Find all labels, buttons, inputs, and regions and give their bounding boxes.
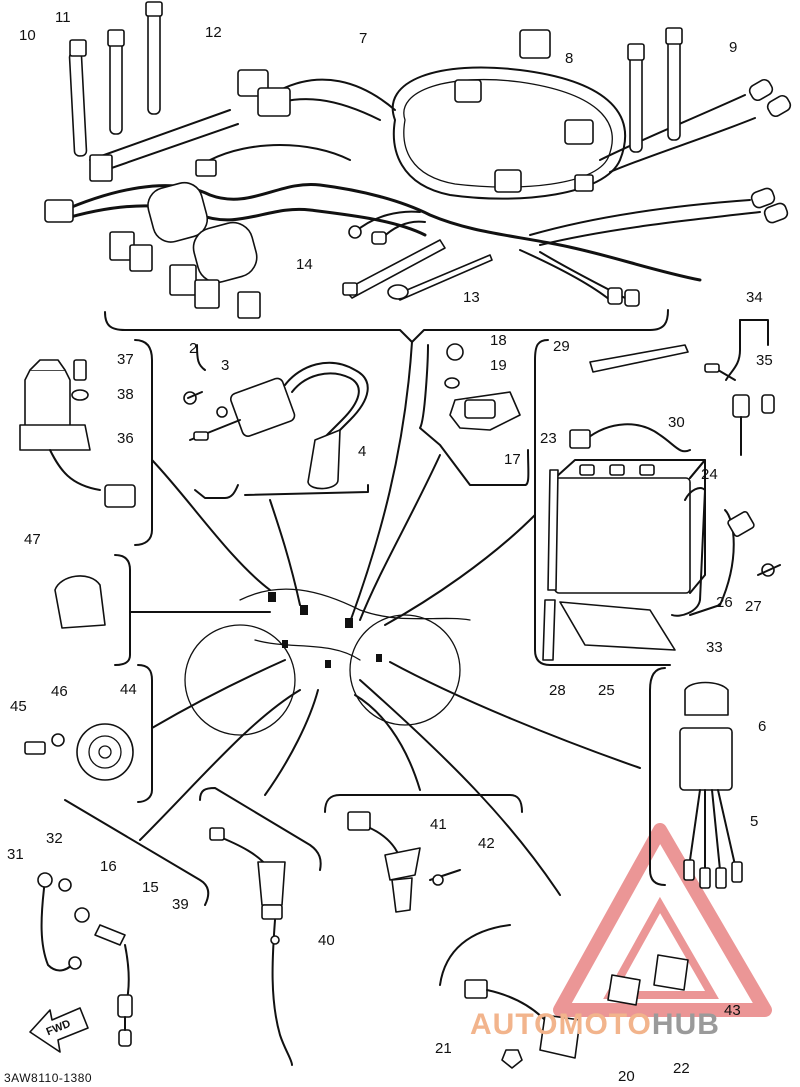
callout-21: 21 (435, 1040, 452, 1057)
diagram-code: 3AW8110-1380 (4, 1071, 93, 1085)
callout-46: 46 (51, 683, 68, 700)
callout-41: 41 (430, 816, 447, 833)
main-harness (44, 29, 792, 319)
callout-36: 36 (117, 430, 134, 447)
watermark-part1: AUTOMOTO (470, 1008, 652, 1041)
callout-15: 15 (142, 879, 159, 896)
callout-39: 39 (172, 896, 189, 913)
watermark-text: AUTOMOTOHUB (470, 1008, 720, 1042)
callout-37: 37 (117, 351, 134, 368)
neutral-switch-group (37, 799, 210, 1047)
callout-24: 24 (701, 466, 718, 483)
callout-10: 10 (19, 27, 36, 44)
callout-8: 8 (565, 50, 574, 67)
callout-27: 27 (745, 598, 762, 615)
callout-32: 32 (46, 830, 63, 847)
callout-30: 30 (668, 414, 685, 431)
callout-18: 18 (490, 332, 507, 349)
callout-33: 33 (706, 639, 723, 656)
callout-2: 2 (189, 340, 198, 357)
watermark-logo (553, 823, 772, 1017)
callout-43: 43 (724, 1002, 741, 1019)
callout-16: 16 (100, 858, 117, 875)
callout-3: 3 (221, 357, 230, 374)
callout-17: 17 (504, 451, 521, 468)
callout-35: 35 (756, 352, 773, 369)
rectifier-group (419, 343, 530, 486)
battery-group (534, 319, 781, 666)
regulator-5-6 (649, 667, 743, 889)
horn-group (24, 664, 153, 803)
callout-26: 26 (716, 594, 733, 611)
sensor-40-group (199, 787, 322, 1066)
callout-45: 45 (10, 698, 27, 715)
callout-14: 14 (296, 256, 313, 273)
callout-5: 5 (750, 813, 759, 830)
callout-13: 13 (463, 289, 480, 306)
cable-ties (68, 1, 683, 157)
callout-40: 40 (318, 932, 335, 949)
leader-lines (129, 341, 641, 896)
ignition-coil-group (183, 344, 369, 499)
callout-38: 38 (117, 386, 134, 403)
callout-31: 31 (7, 846, 24, 863)
harness-bracket (104, 309, 669, 343)
callout-7: 7 (359, 30, 368, 47)
callout-4: 4 (358, 443, 367, 460)
callout-23: 23 (540, 430, 557, 447)
callout-22: 22 (673, 1060, 690, 1077)
callout-34: 34 (746, 289, 763, 306)
callout-20: 20 (618, 1068, 635, 1085)
frame-center (184, 588, 471, 736)
starter-relay-41-42 (324, 794, 523, 913)
callout-42: 42 (478, 835, 495, 852)
callout-19: 19 (490, 357, 507, 374)
callout-28: 28 (549, 682, 566, 699)
callout-12: 12 (205, 24, 222, 41)
relay-47 (54, 554, 131, 666)
callout-6: 6 (758, 718, 767, 735)
straps-13-14 (342, 239, 493, 301)
callout-29: 29 (553, 338, 570, 355)
callout-47: 47 (24, 531, 41, 548)
callout-11: 11 (55, 9, 71, 26)
callout-25: 25 (598, 682, 615, 699)
watermark-part2: HUB (651, 1008, 720, 1041)
callout-9: 9 (729, 39, 738, 56)
starter-relay-20-22-43 (439, 924, 689, 1069)
callout-44: 44 (120, 681, 137, 698)
main-switch-group (19, 339, 153, 546)
fwd-arrow-icon (29, 1007, 89, 1053)
